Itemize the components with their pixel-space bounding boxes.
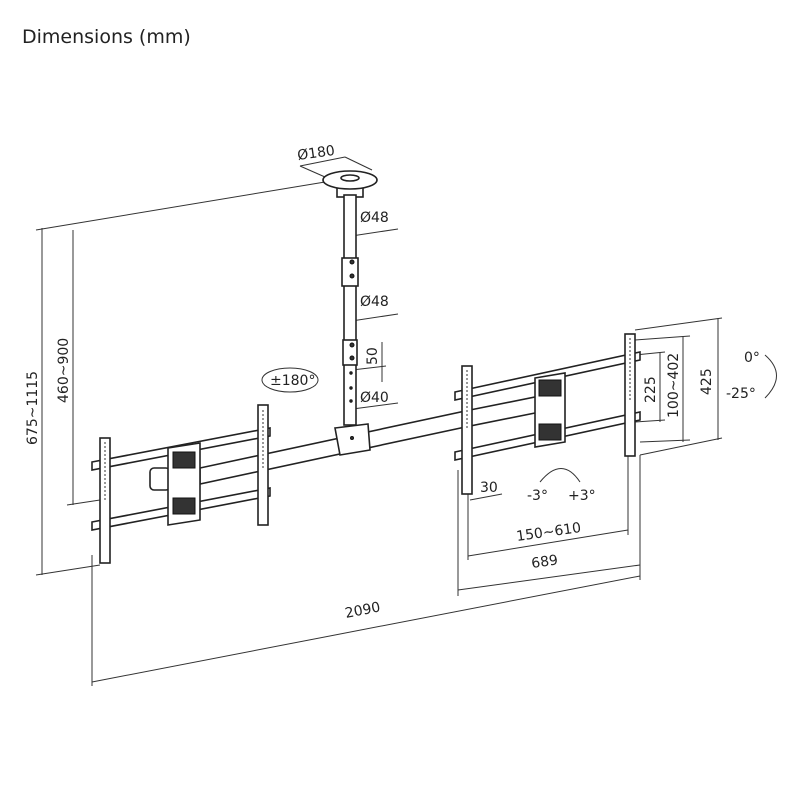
- dimension-labels: Ø180 Ø48 Ø48 50 Ø40 ±180° 675~1115 460~9…: [25, 143, 760, 622]
- label-total-width: 2090: [344, 599, 382, 622]
- swivel-arrow-icon: [261, 367, 319, 393]
- level-arrow-icon: [539, 468, 581, 483]
- dimension-lines: [35, 156, 723, 686]
- label-total-height: 675~1115: [25, 371, 41, 445]
- telescopic-pole: [343, 194, 357, 426]
- right-bracket: [454, 333, 641, 495]
- label-level-minus: -3°: [527, 488, 548, 504]
- label-hole-spacing: 50: [365, 347, 381, 365]
- label-bracket-height: 425: [699, 368, 715, 395]
- diagram-title: Dimensions (mm): [22, 26, 191, 48]
- label-rail-spacing: 225: [643, 376, 659, 403]
- label-level-plus: +3°: [568, 488, 596, 504]
- label-plate-diameter: Ø180: [296, 143, 336, 164]
- tilt-arrow-icon: [764, 354, 777, 399]
- label-depth: 30: [480, 480, 498, 496]
- left-bracket: [91, 404, 271, 564]
- label-upper-pole-diameter: Ø48: [360, 210, 389, 226]
- label-vesa-width: 150~610: [515, 520, 582, 545]
- label-lower-pole-diameter: Ø40: [360, 390, 389, 406]
- label-vesa-height: 100~402: [666, 353, 682, 418]
- ceiling-pole: [322, 170, 378, 426]
- label-middle-pole-diameter: Ø48: [360, 294, 389, 310]
- label-bracket-width: 689: [530, 552, 559, 572]
- label-pole-height: 460~900: [56, 338, 72, 403]
- motion-arrows: [261, 354, 777, 483]
- label-tilt-min: -25°: [726, 386, 756, 402]
- label-swivel: ±180°: [270, 373, 315, 389]
- label-tilt-max: 0°: [744, 350, 760, 366]
